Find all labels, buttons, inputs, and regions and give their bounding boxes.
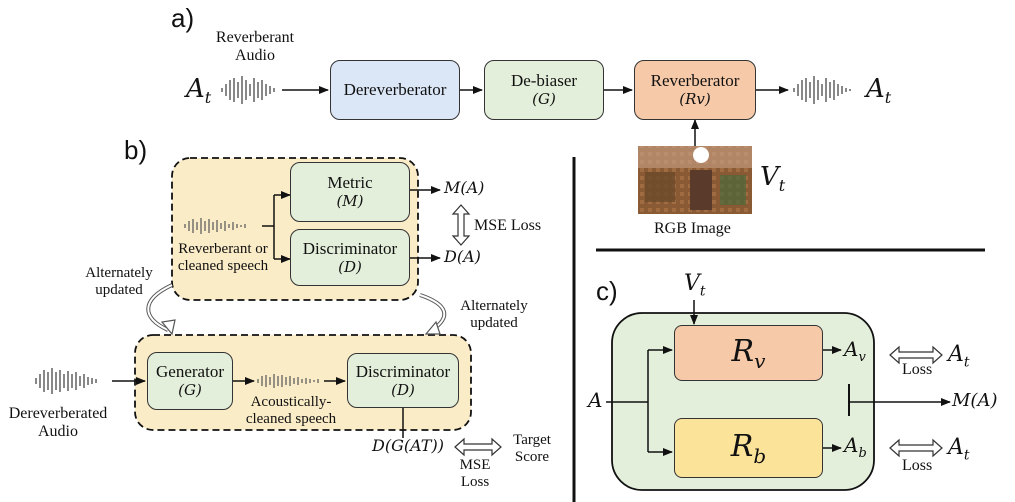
- metric-label: Metric: [327, 173, 373, 193]
- loss-label-1: Loss: [902, 361, 933, 378]
- av-symbol: Av: [844, 337, 866, 365]
- dereverberator-block: Dereverberator: [330, 60, 460, 120]
- mse-double-arrow: [451, 204, 471, 246]
- output-audio-symbol: At: [866, 74, 892, 108]
- metric-block: Metric (M): [290, 162, 410, 222]
- mse-double-arrow-2: [454, 437, 502, 457]
- generator-discriminator-output: D(G(AT)): [372, 436, 444, 455]
- dereverberator-label: Dereverberator: [343, 80, 447, 99]
- rgb-image: [638, 146, 752, 214]
- vt-symbol: Vt: [684, 271, 706, 300]
- panel-label-c: c): [596, 276, 618, 306]
- debiaser-symbol: (G): [532, 90, 556, 109]
- panel-label-a: a): [171, 3, 195, 33]
- rb-symbol: Rb: [730, 428, 767, 468]
- debiaser-label: De-biaser: [510, 71, 578, 91]
- a-input-symbol: A: [588, 388, 603, 412]
- discriminator-block: Discriminator (D): [290, 229, 410, 286]
- alternately-updated-left: Alternately updated: [85, 265, 153, 299]
- discriminator2-label: Discriminator: [355, 361, 451, 381]
- input-audio-symbol: At: [186, 74, 212, 108]
- generator-symbol: (G): [178, 381, 202, 400]
- rv-block: Rv: [674, 325, 823, 381]
- mse-loss-label-2: MSE Loss: [459, 457, 491, 491]
- loss-double-arrow-1: [889, 345, 943, 365]
- reverberator-block: Reverberator (Rv): [634, 60, 756, 120]
- waveform-speech: [184, 218, 246, 234]
- input-audio-caption: Reverberant Audio: [215, 29, 295, 65]
- metric-output-c: M(A): [952, 390, 998, 411]
- loss-double-arrow-2: [889, 438, 943, 458]
- waveform-input: [221, 76, 275, 104]
- discriminator-label: Discriminator: [302, 238, 398, 258]
- discriminator-symbol: (D): [338, 257, 362, 276]
- discriminator2-block: Discriminator (D): [347, 353, 459, 408]
- mse-loss-label: MSE Loss: [474, 217, 542, 234]
- at-symbol-1: At: [948, 342, 970, 371]
- waveform-output: [793, 76, 851, 104]
- alternately-updated-right: Alternately updated: [460, 298, 528, 332]
- rgb-image-label: RGB Image: [654, 220, 731, 237]
- loss-label-2: Loss: [902, 457, 933, 474]
- discriminator2-symbol: (D): [391, 380, 415, 399]
- generator-block: Generator (G): [147, 352, 233, 410]
- dereverberated-audio-caption: Dereverberated Audio: [8, 405, 108, 441]
- cleaned-speech-caption: Acoustically- cleaned speech: [245, 394, 337, 428]
- debiaser-block: De-biaser (G): [484, 60, 604, 120]
- waveform-cleaned: [257, 374, 319, 388]
- target-score-label: Target Score: [513, 432, 551, 466]
- image-symbol: Vt: [760, 162, 786, 196]
- reverberator-symbol: (Rv): [679, 90, 711, 109]
- reverberator-label: Reverberator: [650, 71, 740, 91]
- panel-label-b: b): [124, 135, 148, 165]
- generator-label: Generator: [156, 362, 224, 382]
- at-symbol-2: At: [948, 435, 970, 464]
- metric-output: M(A): [444, 178, 485, 197]
- speech-caption: Reverberant or cleaned speech: [177, 241, 269, 275]
- rb-block: Rb: [674, 418, 823, 478]
- rv-symbol: Rv: [731, 333, 766, 373]
- discriminator-output: D(A): [444, 247, 481, 266]
- waveform-dereverberated: [35, 368, 97, 394]
- ab-symbol: Ab: [844, 433, 867, 461]
- metric-symbol: (M): [336, 192, 364, 211]
